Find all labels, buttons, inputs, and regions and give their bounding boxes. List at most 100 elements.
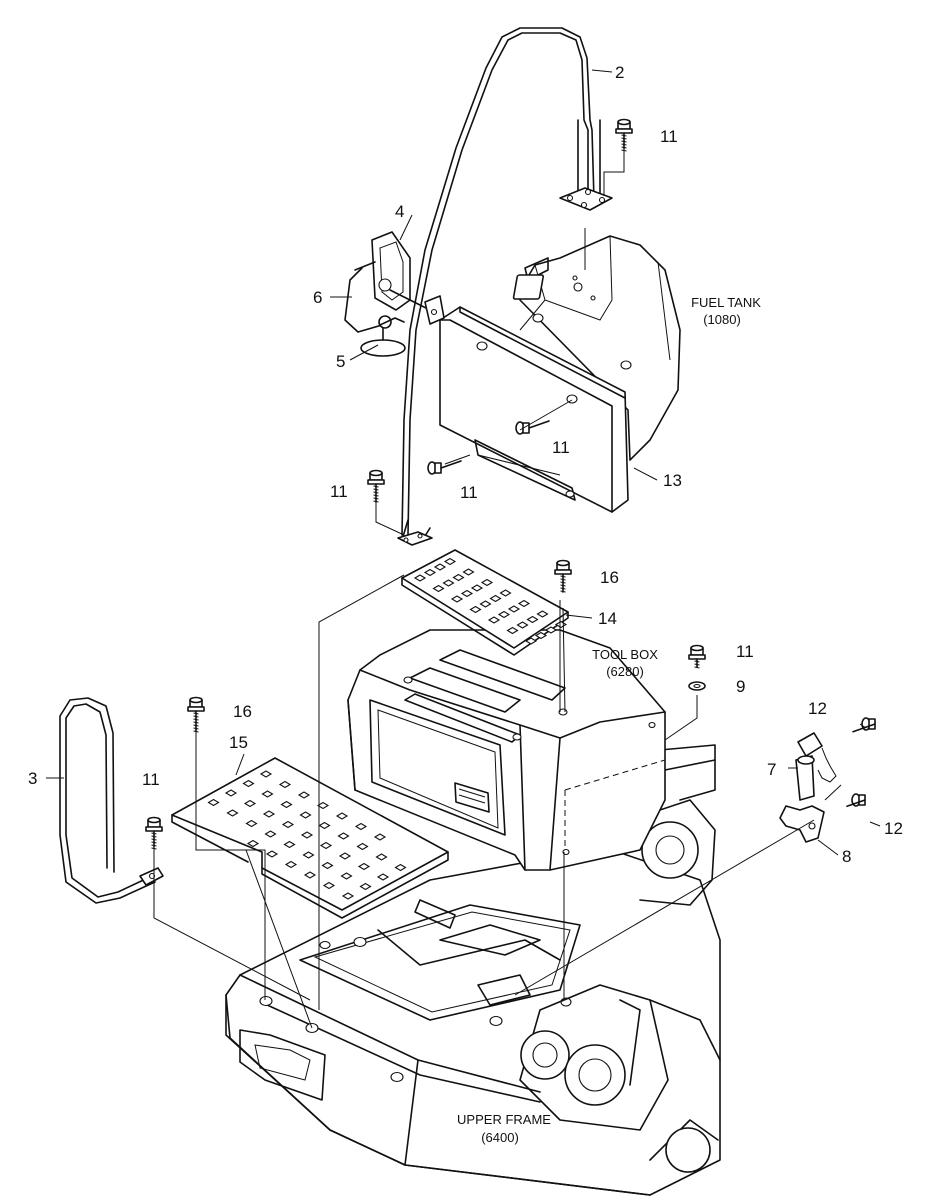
upper-frame (225, 849, 721, 1196)
pin-7 (795, 732, 837, 801)
tread-hole (207, 798, 220, 807)
tread-hole (341, 892, 355, 900)
reference-labels: FUEL TANK (1080) TOOL BOX (6280) UPPER F… (457, 295, 761, 1145)
callout-9: 9 (736, 677, 745, 696)
tread-hole (281, 820, 295, 829)
tread-hole (517, 599, 531, 608)
tread-hole (516, 621, 529, 629)
tread-hole (262, 810, 276, 818)
callout-15: 15 (229, 733, 248, 752)
tread-hole (354, 822, 368, 831)
fuel-tank (512, 235, 681, 461)
callout-8: 8 (842, 847, 851, 866)
callout-16-right: 16 (600, 568, 619, 587)
callout-4: 4 (395, 202, 404, 221)
swing-bracket (589, 744, 716, 906)
tread-hole (259, 770, 273, 778)
tread-hole (394, 863, 407, 872)
callout-11-cover: 11 (552, 438, 570, 457)
tread-hole (524, 637, 538, 645)
callout-12-bottom: 12 (884, 819, 903, 838)
tread-hole (245, 819, 258, 828)
tread-hole (479, 600, 492, 608)
callout-14: 14 (598, 609, 617, 628)
tread-hole (357, 862, 371, 871)
tread-hole (413, 574, 427, 582)
tread-hole (356, 842, 369, 851)
tread-hole (246, 839, 260, 848)
callout-11-top: 11 (660, 127, 678, 146)
tread-hole (302, 851, 315, 859)
callout-13: 13 (663, 471, 682, 490)
tool-box (347, 629, 666, 871)
tread-hole (489, 594, 502, 603)
tread-hole (284, 860, 298, 869)
tread-hole (303, 871, 317, 879)
tread-hole (316, 801, 330, 810)
callout-11-right: 11 (736, 642, 754, 661)
bolt (367, 469, 385, 503)
tread-hole (299, 811, 312, 819)
tread-hole (470, 584, 484, 592)
step-plate-14 (401, 549, 569, 656)
tread-hole (544, 626, 558, 634)
tread-hole (536, 610, 549, 618)
tread-hole (506, 626, 519, 635)
washer-9 (688, 681, 706, 691)
callouts: 2 11 4 6 5 11 13 11 11 16 14 11 9 16 12 … (28, 63, 903, 866)
callout-leaders (46, 69, 881, 856)
tread-hole (534, 631, 548, 640)
tread-hole (337, 832, 350, 840)
tread-hole (297, 791, 311, 799)
bolt (615, 118, 633, 152)
tread-hole (499, 589, 512, 597)
tread-hole (340, 872, 353, 880)
tread-hole (264, 830, 277, 838)
tread-hole (376, 873, 390, 881)
bolt (554, 559, 572, 593)
bracket-8 (779, 805, 825, 843)
tread-hole (452, 573, 465, 582)
tread-hole (373, 833, 387, 841)
tool-box-label: TOOL BOX (592, 647, 658, 662)
bolt (846, 793, 866, 808)
cover-panel-13 (439, 306, 632, 513)
upper-frame-code: (6400) (481, 1130, 519, 1145)
callout-11-left: 11 (330, 482, 348, 501)
tread-hole (243, 799, 257, 808)
callout-11-mid: 11 (460, 483, 478, 502)
tread-hole (359, 882, 372, 891)
tread-hole (335, 812, 349, 820)
tool-box-code: (6280) (606, 664, 644, 679)
tread-hole (443, 557, 457, 566)
tread-hole (375, 853, 388, 861)
tread-hole (480, 578, 494, 587)
bolt (688, 644, 706, 669)
callout-6: 6 (313, 288, 322, 307)
tread-hole (318, 821, 331, 830)
tread-hole (433, 563, 447, 571)
tread-hole (462, 568, 475, 576)
tread-hole (497, 610, 511, 619)
tread-hole (487, 616, 501, 624)
tread-hole (283, 840, 296, 849)
tread-hole (507, 605, 521, 613)
callout-16-left: 16 (233, 702, 252, 721)
bolts (145, 118, 876, 850)
assembly-lines (153, 150, 842, 1029)
tread-hole (224, 789, 238, 797)
callout-5: 5 (336, 352, 345, 371)
tread-hole (432, 584, 445, 593)
callout-12-top: 12 (808, 699, 827, 718)
handrail-3 (59, 697, 164, 904)
tread-hole (460, 589, 474, 598)
tread-hole (321, 861, 334, 870)
tread-hole (469, 605, 482, 614)
step-plate-15 (171, 757, 449, 919)
tread-hole (265, 850, 279, 858)
tread-hole (322, 881, 336, 890)
upper-frame-label: UPPER FRAME (457, 1112, 551, 1127)
tread-hole (242, 779, 255, 788)
bolt (852, 717, 876, 733)
